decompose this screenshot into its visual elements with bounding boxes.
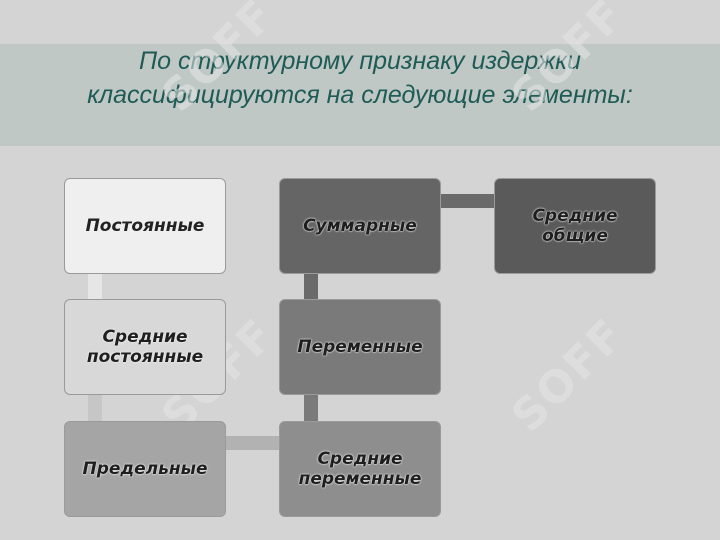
node-label-line: Средние xyxy=(317,449,403,469)
node-label-line: Средние xyxy=(532,206,618,226)
node-label: Предельные xyxy=(82,459,208,479)
title-band xyxy=(0,44,720,146)
slide-title: По структурному признаку издержки класси… xyxy=(0,44,720,112)
connector-srednie-predelnye xyxy=(88,394,102,422)
node-label: Постоянные xyxy=(85,216,205,236)
connector-peremennye-srednie-peremennye xyxy=(304,394,318,422)
node-peremennye: Переменные xyxy=(279,299,441,395)
node-label: Суммарные xyxy=(303,216,417,236)
node-label: Переменные xyxy=(297,337,423,357)
node-srednie-peremennye: Средние переменные xyxy=(279,421,441,517)
title-line-2: классифицируются на следующие элементы: xyxy=(87,81,633,109)
watermark-soff: SOFF xyxy=(502,308,636,443)
connector-summarnye-peremennye xyxy=(304,272,318,300)
node-summarnye: Суммарные xyxy=(279,178,441,274)
node-label-line: постоянные xyxy=(86,347,204,367)
node-srednie-postoyannye: Средние постоянные xyxy=(64,299,226,395)
node-predelnye: Предельные xyxy=(64,421,226,517)
title-line-1: По структурному признаку издержки xyxy=(139,47,581,75)
node-label-line: Средние xyxy=(102,327,188,347)
node-label-line: общие xyxy=(542,226,608,246)
node-label-line: переменные xyxy=(298,469,422,489)
connector-predelnye-srednie-peremennye xyxy=(224,436,280,450)
connector-summarnye-srednie-obshchie xyxy=(440,194,496,208)
node-srednie-obshchie: Средние общие xyxy=(494,178,656,274)
connector-postoyannye-srednie xyxy=(88,272,102,300)
node-postoyannye: Постоянные xyxy=(64,178,226,274)
